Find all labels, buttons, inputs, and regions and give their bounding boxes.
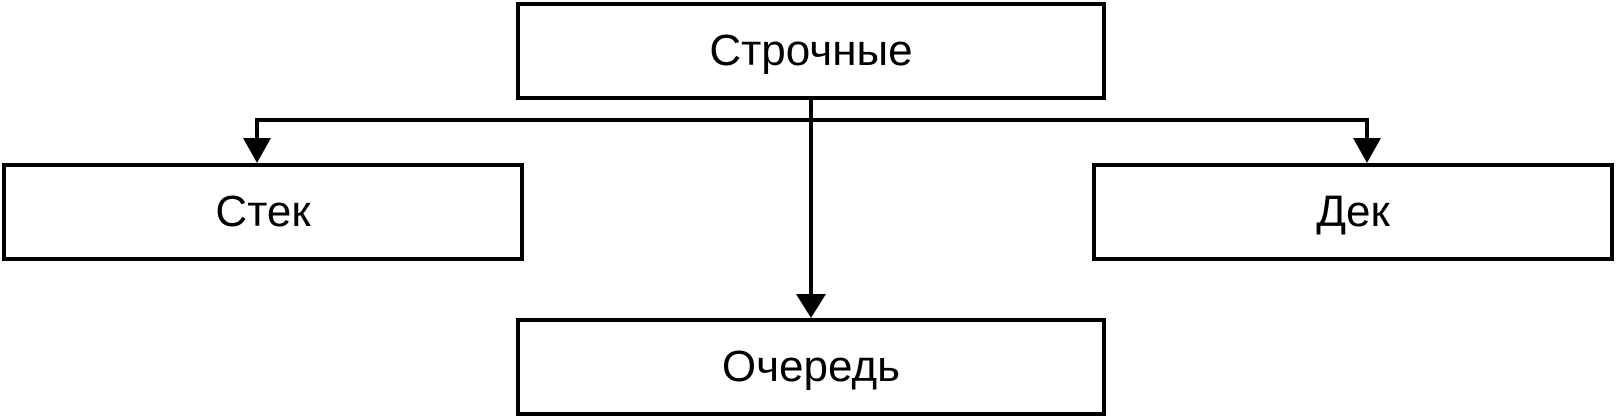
node-stack: Стек [2, 163, 524, 261]
node-stack-label: Стек [215, 187, 311, 236]
node-root: Строчные [516, 2, 1106, 100]
node-queue-label: Очередь [721, 342, 901, 391]
arrowhead-deque [1353, 138, 1381, 163]
node-deque-label: Дек [1316, 187, 1390, 236]
node-root-label: Строчные [709, 26, 913, 75]
node-deque: Дек [1092, 163, 1614, 261]
arrowhead-queue [796, 294, 826, 318]
arrowhead-stack [243, 138, 271, 163]
node-queue: Очередь [516, 318, 1106, 416]
